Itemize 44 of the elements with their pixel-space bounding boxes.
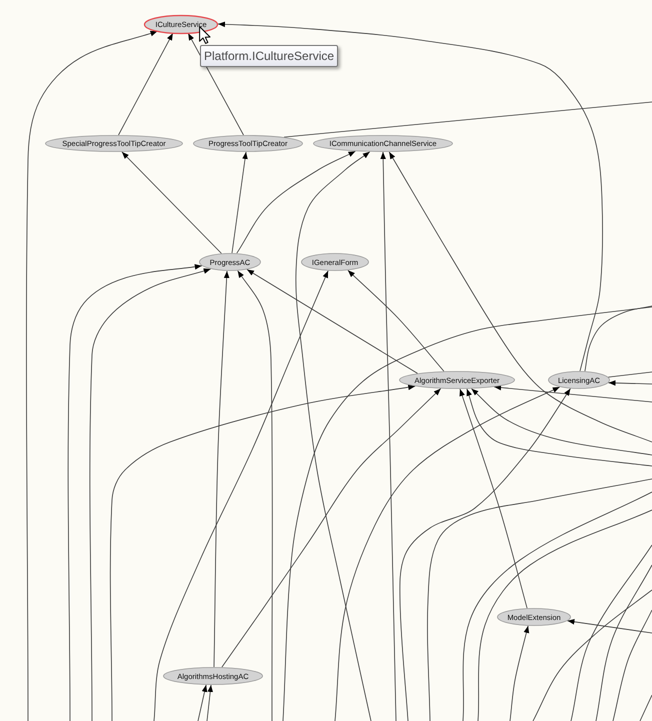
ellipse-node: [193, 135, 303, 152]
arrow: [110, 384, 416, 721]
arrow: [237, 270, 273, 721]
arrow: [466, 388, 652, 466]
arrow: [154, 270, 328, 721]
arrow: [380, 152, 396, 721]
ellipse-node: [45, 135, 183, 152]
ellipse-node: [144, 14, 218, 34]
arrow: [399, 388, 571, 721]
arrow: [206, 684, 213, 721]
ellipse-node: [199, 253, 261, 271]
arrow: [198, 684, 208, 721]
arrow: [460, 388, 528, 609]
arrow: [388, 152, 652, 442]
arrow: [222, 388, 442, 668]
ellipse-node: [497, 608, 571, 626]
arrow: [26, 30, 158, 721]
arrow: [295, 151, 372, 721]
arrow: [334, 386, 560, 721]
ellipse-node: [163, 667, 263, 685]
arrow: [510, 626, 530, 721]
arrow: [232, 152, 248, 254]
connector-line: [584, 306, 652, 372]
arrow: [236, 150, 356, 254]
arrow: [218, 22, 603, 372]
arrow: [494, 384, 652, 402]
arrow: [608, 380, 652, 386]
arrow: [89, 268, 212, 721]
arrow: [68, 264, 202, 721]
arrow: [214, 270, 230, 668]
connector-line: [608, 372, 652, 378]
arrow: [567, 619, 652, 634]
ellipse-node: [399, 371, 515, 389]
ellipse-node: [313, 135, 453, 152]
arrow: [118, 32, 174, 136]
tooltip: Platform.ICultureService: [200, 45, 338, 67]
arrow: [471, 388, 652, 456]
arrow: [188, 32, 244, 136]
arrow: [348, 270, 444, 372]
arrow: [246, 269, 418, 374]
ellipse-node: [548, 371, 610, 389]
connector-line: [284, 102, 652, 138]
arrow: [122, 152, 222, 254]
ellipse-node: [301, 253, 369, 271]
